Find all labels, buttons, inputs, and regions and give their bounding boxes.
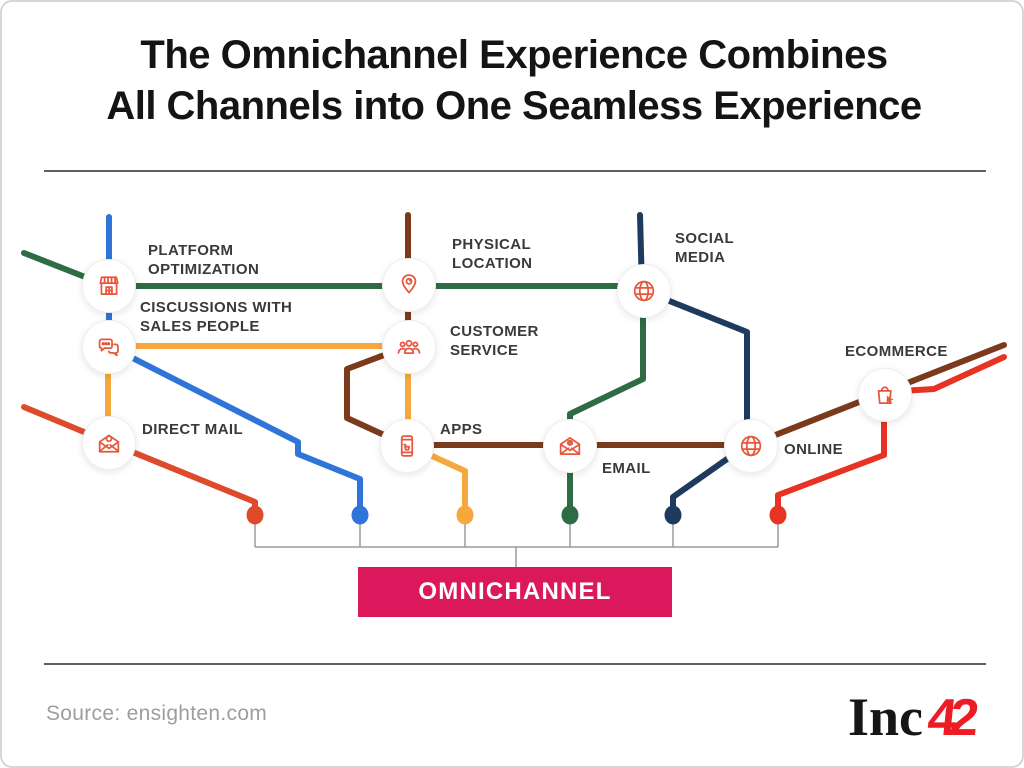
globe-icon xyxy=(740,435,762,457)
node-online xyxy=(724,419,778,473)
map-pin-icon xyxy=(401,274,417,294)
dot-navy xyxy=(664,505,682,525)
dot-blue xyxy=(351,505,369,525)
terminal-dots xyxy=(246,505,787,525)
node-apps xyxy=(380,419,434,473)
node-email xyxy=(543,419,597,473)
line-green-drop xyxy=(567,287,646,518)
node-ecommerce xyxy=(858,368,912,422)
label-customer-service: CUSTOMER SERVICE xyxy=(450,323,539,359)
people-icon xyxy=(397,339,421,354)
label-social-media: SOCIAL MEDIA xyxy=(675,230,735,266)
title-line-1: The Omnichannel Experience Combines xyxy=(140,33,888,77)
node-social-media xyxy=(617,264,671,318)
dot-yellow xyxy=(456,505,474,525)
page-title: The Omnichannel Experience Combines All … xyxy=(2,30,1022,132)
dot-red-orange xyxy=(246,505,264,525)
label-physical-location: PHYSICAL LOCATION xyxy=(452,236,533,272)
line-red-drop xyxy=(775,391,887,518)
node-platform-optimization xyxy=(82,259,136,313)
node-customer-service xyxy=(382,320,436,374)
bracket-connector xyxy=(254,516,779,568)
dot-green xyxy=(561,505,579,525)
source-attribution: Source: ensighten.com xyxy=(46,702,268,725)
envelope-at-icon xyxy=(559,436,581,456)
inc42-logo-text-black: Inc xyxy=(848,687,924,747)
smartphone-icon xyxy=(400,435,414,457)
chat-icon xyxy=(98,338,119,357)
label-email: EMAIL xyxy=(602,460,651,477)
inc42-logo: Inc 42 xyxy=(848,687,975,747)
label-discussions-with-sales-people: CISCUSSIONS WITH SALES PEOPLE xyxy=(140,299,293,335)
label-direct-mail: DIRECT MAIL xyxy=(142,421,244,438)
globe-icon xyxy=(633,280,655,302)
store-icon xyxy=(99,276,119,296)
label-online: ONLINE xyxy=(784,441,844,458)
shopping-bag-cursor-icon xyxy=(877,386,894,405)
inc42-logo-text-red: 42 xyxy=(924,689,975,747)
title-line-2: All Channels into One Seamless Experienc… xyxy=(106,84,922,128)
node-physical-location xyxy=(382,258,436,312)
omnichannel-label: OMNICHANNEL xyxy=(418,578,612,605)
node-direct-mail xyxy=(82,416,136,470)
bottom-divider xyxy=(44,663,986,665)
label-ecommerce: ECOMMERCE xyxy=(845,343,948,360)
label-platform-optimization: PLATFORM OPTIMIZATION xyxy=(148,242,260,278)
omnichannel-box: OMNICHANNEL xyxy=(358,567,672,617)
dot-red xyxy=(769,505,787,525)
label-apps: APPS xyxy=(440,421,483,438)
top-divider xyxy=(44,170,986,172)
open-envelope-icon xyxy=(98,434,120,453)
node-discussions-with-sales-people xyxy=(82,320,136,374)
